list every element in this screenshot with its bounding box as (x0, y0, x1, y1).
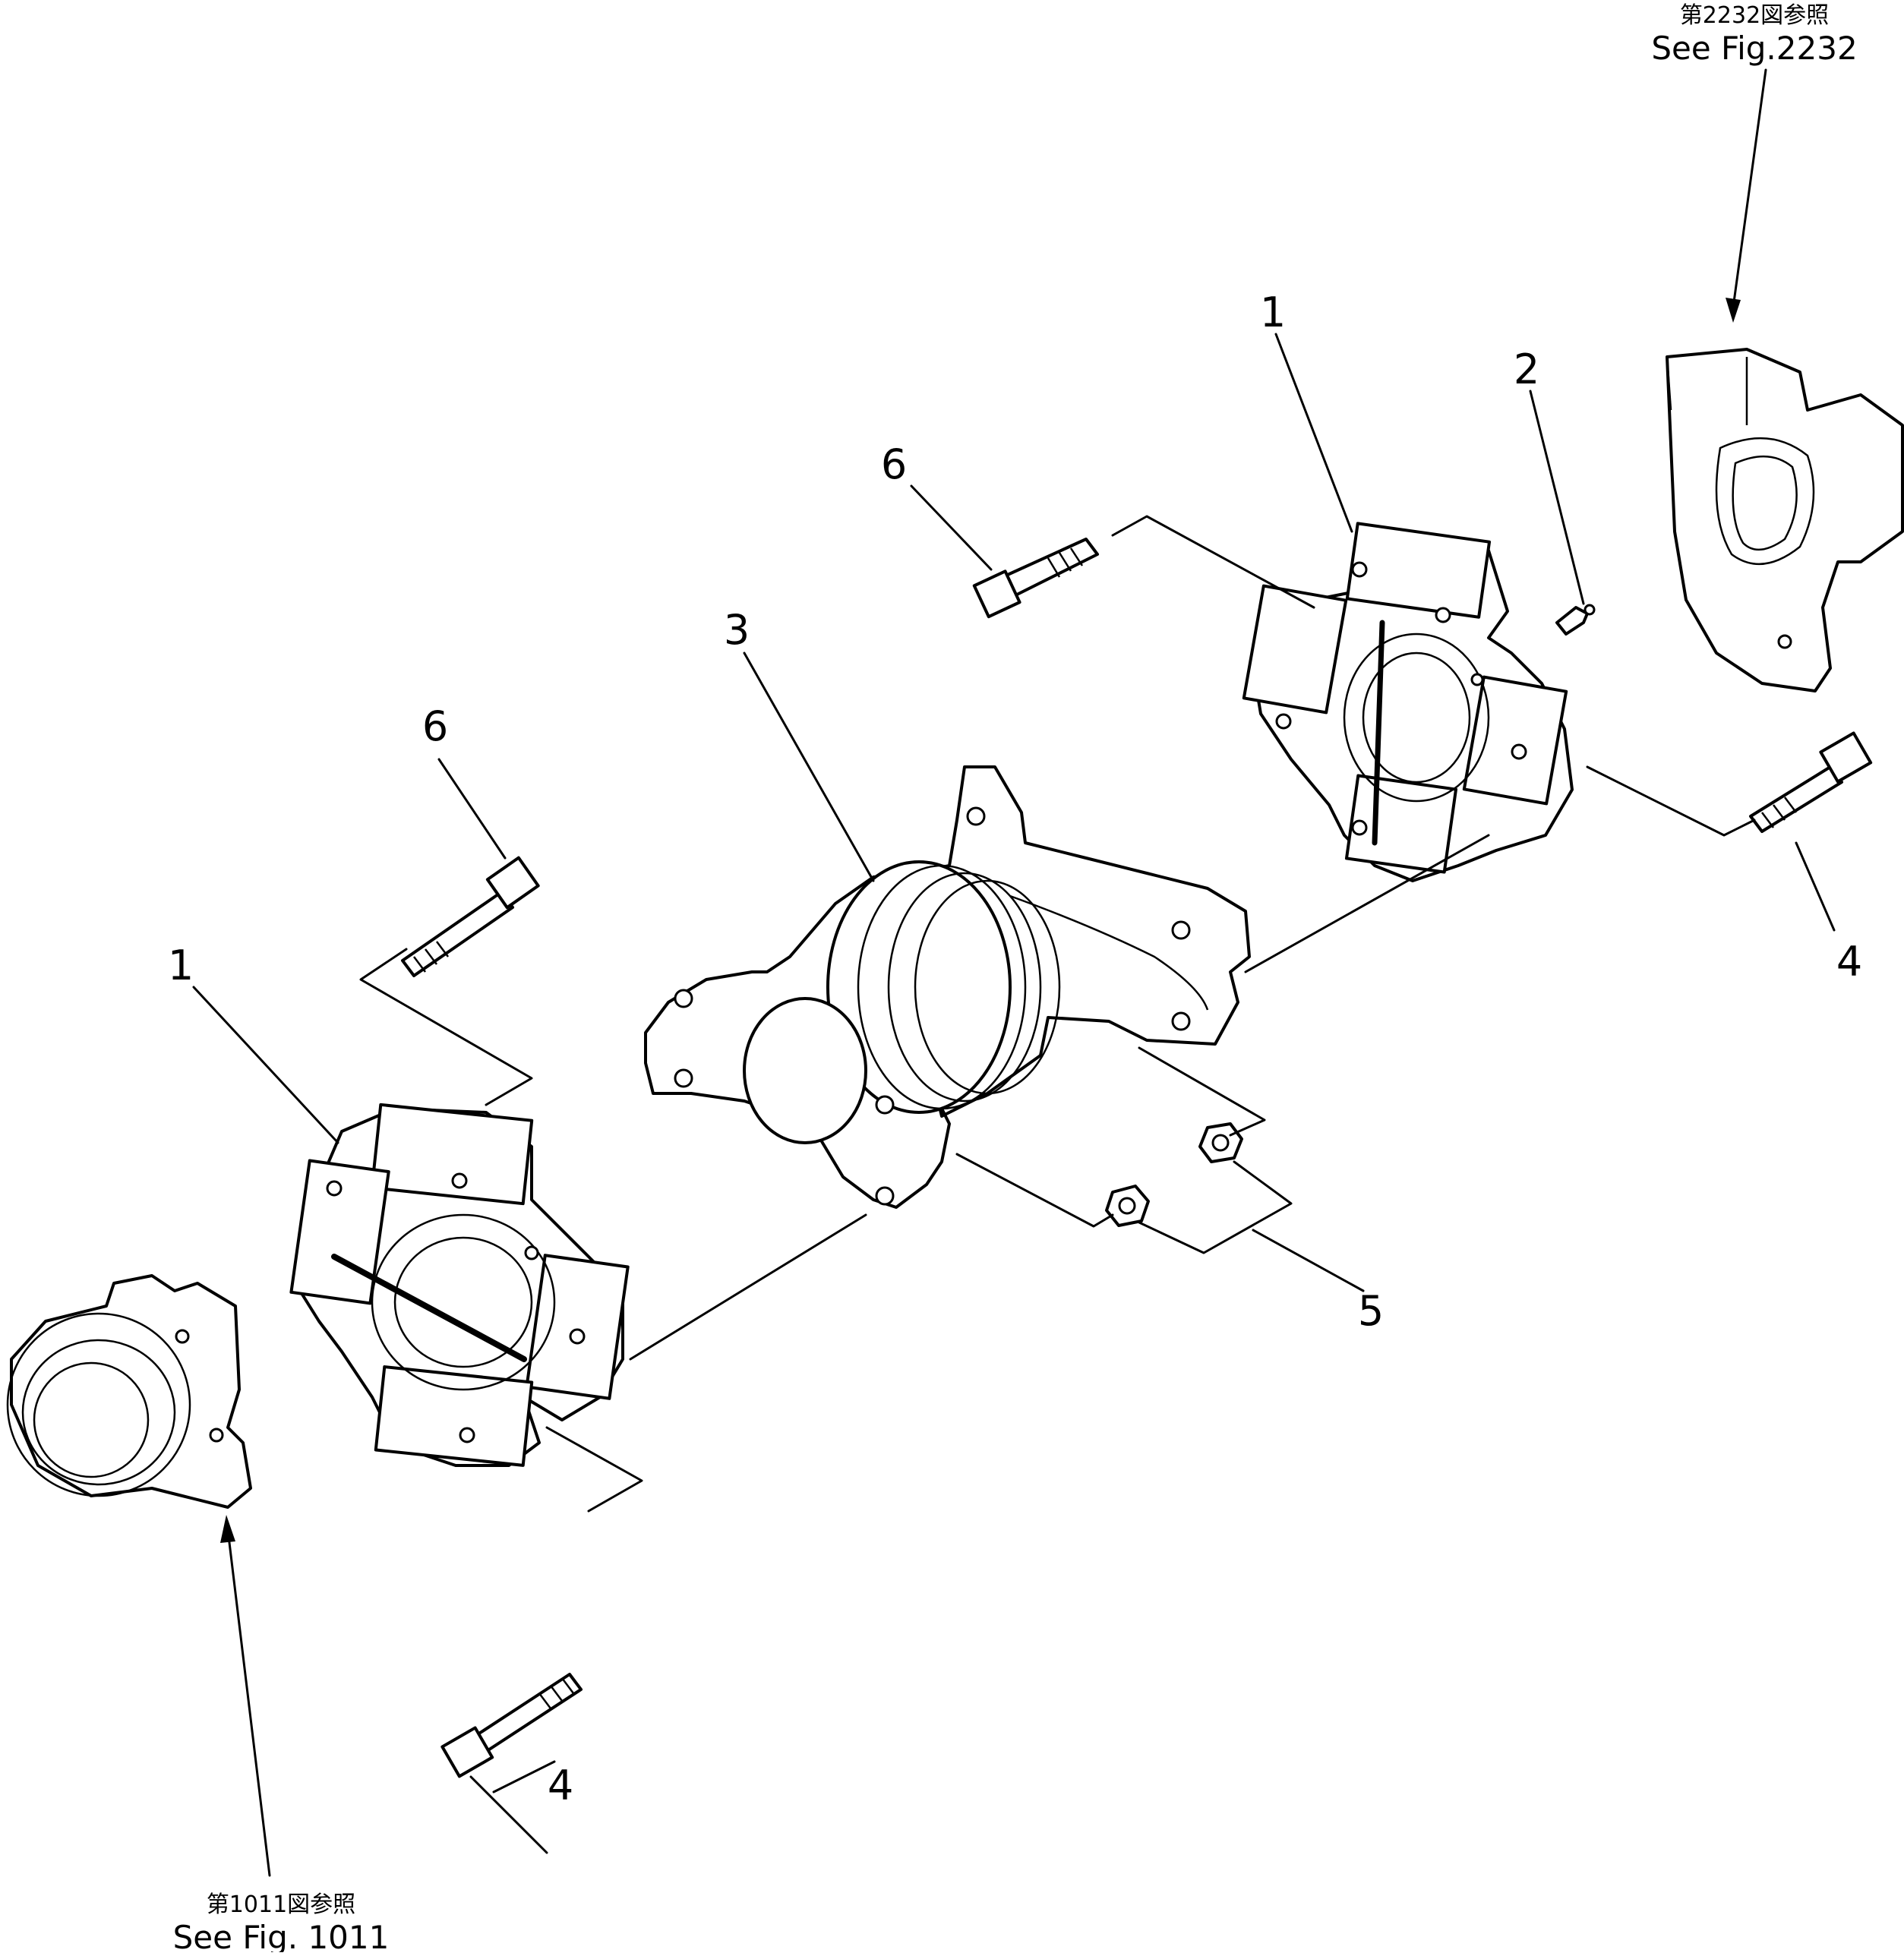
bolt-6-lower (401, 856, 540, 977)
callout-4-left: 4 (548, 1762, 573, 1809)
callout-1-lower: 1 (168, 942, 194, 989)
callout-6-upper: 6 (881, 440, 907, 488)
callout-6-lower: 6 (422, 702, 448, 750)
yoke-flange-bottom (6, 1274, 252, 1509)
callout-5: 5 (1358, 1287, 1384, 1335)
yoke-flange-top (1666, 348, 1904, 692)
bolt-6-upper (972, 538, 1099, 619)
callout-2: 2 (1514, 345, 1539, 393)
ref-arrow-bottom (220, 1515, 271, 1877)
bolt-4-left (440, 1673, 583, 1778)
spider-assembly-lower (289, 1103, 630, 1467)
ref-bottom-en: See Fig. 1011 (173, 1919, 390, 1952)
nut-5-upper (1198, 1122, 1243, 1163)
ref-bottom-jp: 第1011図参照 (207, 1891, 355, 1918)
spider-assembly-upper (1242, 522, 1574, 882)
callout-4-right: 4 (1836, 938, 1862, 986)
ref-arrow-top (1726, 68, 1767, 323)
callouts: 1 2 6 3 6 1 4 5 4 (168, 289, 1862, 1809)
ref-top-jp: 第2232図参照 (1680, 2, 1829, 29)
center-yoke (644, 765, 1251, 1209)
callout-3: 3 (724, 606, 750, 654)
nut-5-lower (1105, 1185, 1150, 1227)
ref-top-en: See Fig.2232 (1651, 30, 1857, 67)
ref-label-bottom: 第1011図参照 See Fig. 1011 (173, 1891, 390, 1956)
leader-lines (192, 333, 1836, 1854)
callout-1-upper: 1 (1260, 289, 1286, 336)
grease-fitting (1555, 604, 1596, 636)
ref-label-top: 第2232図参照 See Fig.2232 (1651, 2, 1857, 67)
bolt-4-right (1749, 731, 1873, 833)
